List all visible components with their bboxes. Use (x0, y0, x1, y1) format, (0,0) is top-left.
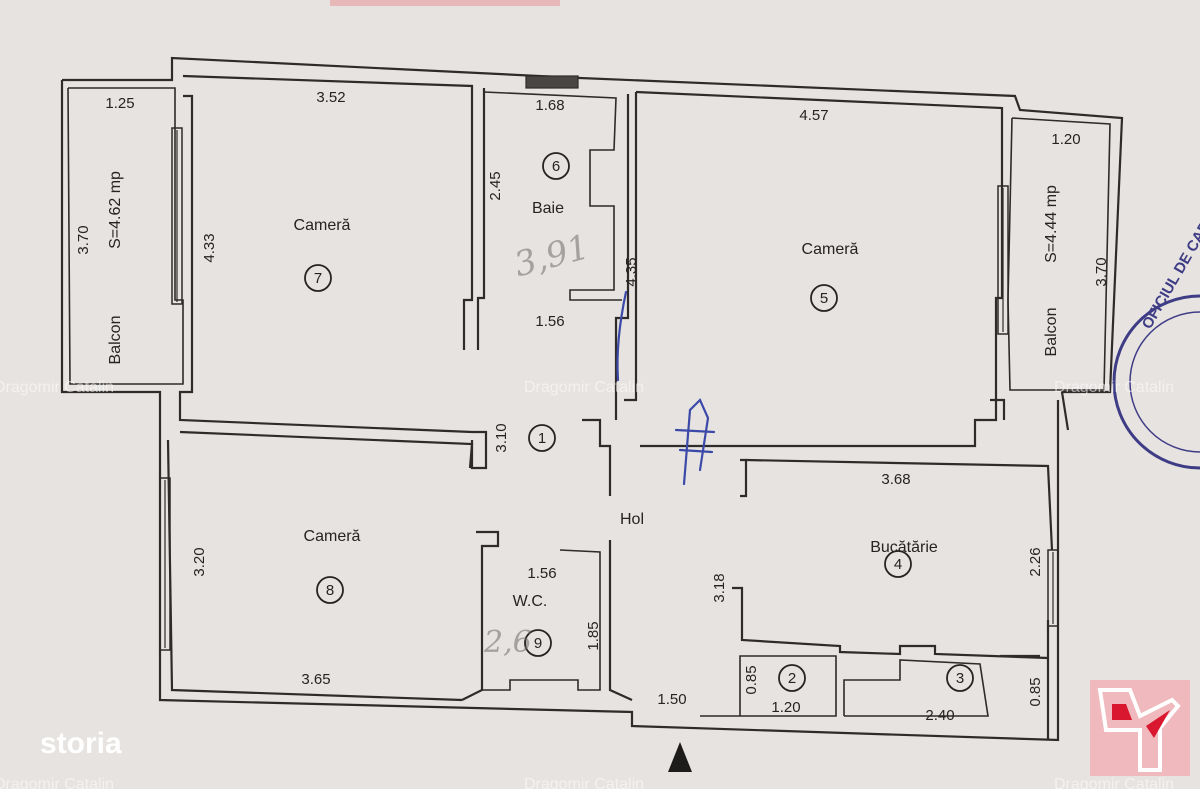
dim-1-68: 1.68 (535, 97, 564, 114)
dim-3-70-right: 3.70 (1093, 257, 1110, 286)
paper-edge-mark (330, 0, 560, 6)
room-4-number: 4 (894, 556, 902, 573)
dim-3-68: 3.68 (881, 471, 910, 488)
room-1-label: Hol (620, 511, 644, 528)
room-8-marker (316, 576, 344, 604)
dim-1-50: 1.50 (657, 691, 686, 708)
room-8-number: 8 (326, 582, 334, 599)
dim-1-20-top: 1.20 (1051, 131, 1080, 148)
north-arrow-icon (668, 742, 692, 772)
windows (159, 75, 1059, 651)
pen-marks (616, 290, 716, 486)
room-1-marker (528, 424, 556, 452)
dim-1-20-bottom: 1.20 (771, 699, 800, 716)
room-3-marker (946, 664, 974, 692)
room-2-marker (778, 664, 806, 692)
dim-1-56-bath: 1.56 (535, 313, 564, 330)
room-7-marker (304, 264, 332, 292)
room-5-label: Cameră (802, 241, 859, 258)
dim-0-85-left: 0.85 (743, 665, 760, 694)
room-6-number: 6 (552, 158, 560, 175)
dim-3-65: 3.65 (301, 671, 330, 688)
watermark-bottom-right: Dragomir Catalin (1054, 776, 1174, 789)
dim-4-57: 4.57 (799, 107, 828, 124)
dim-4-33: 4.33 (201, 233, 218, 262)
dim-3-20: 3.20 (191, 547, 208, 576)
dim-1-25: 1.25 (105, 95, 134, 112)
watermark-bottom-left: Dragomir Catalin (0, 776, 114, 789)
balcony-right-label: Balcon (1043, 308, 1060, 357)
dim-3-52: 3.52 (316, 89, 345, 106)
room-numbers: 7 5 6 1 8 9 4 2 3 (304, 152, 974, 692)
dim-4-35: 4.35 (623, 257, 640, 286)
watermark-right: Dragomir Catalin (1054, 379, 1174, 396)
room-6-marker (542, 152, 570, 180)
dim-1-56-wc: 1.56 (527, 565, 556, 582)
watermark-center: Dragomir Catalin (524, 379, 644, 396)
room-9-label: W.C. (513, 593, 548, 610)
room-5-number: 5 (820, 290, 828, 307)
dim-3-70-left: 3.70 (75, 225, 92, 254)
room-9-number: 9 (534, 635, 542, 652)
dim-2-26: 2.26 (1027, 547, 1044, 576)
room-9-marker (524, 629, 552, 657)
dim-0-85-right: 0.85 (1027, 677, 1044, 706)
room-4-label: Bucătărie (870, 539, 938, 556)
dim-2-40: 2.40 (925, 707, 954, 724)
room-1-number: 1 (538, 430, 546, 447)
watermark-left: Dragomir Catalin (0, 379, 114, 396)
room-3-number: 3 (956, 670, 964, 687)
balcony-left-label: Balcon (107, 316, 124, 365)
watermarks: Dragomir Catalin Dragomir Catalin Dragom… (0, 379, 1174, 789)
room-4-marker (884, 550, 912, 578)
room-2-number: 2 (788, 670, 796, 687)
room-6-label: Baie (532, 200, 564, 217)
dim-3-10: 3.10 (493, 423, 510, 452)
storia-brand-wordmark: storia (40, 727, 122, 760)
room-7-label: Cameră (294, 217, 351, 234)
dim-3-18: 3.18 (711, 573, 728, 602)
balcony-left-area: S=4.62 mp (107, 171, 124, 249)
watermark-bottom-center: Dragomir Catalin (524, 776, 644, 789)
room-5-marker (810, 284, 838, 312)
room-7-number: 7 (314, 270, 322, 287)
pencil-annotation-wc: 2,6 (483, 625, 532, 660)
room-8-label: Cameră (304, 528, 361, 545)
balcony-right-area: S=4.44 mp (1043, 185, 1060, 263)
storia-logo-icon (1090, 680, 1190, 776)
room-labels: Cameră Cameră Baie Cameră Hol Bucătărie … (107, 171, 1060, 610)
dim-2-45: 2.45 (487, 171, 504, 200)
dimensions: 1.25 3.52 1.68 4.57 1.20 3.70 4.33 2.45 … (75, 89, 1110, 724)
dim-1-85: 1.85 (585, 621, 602, 650)
